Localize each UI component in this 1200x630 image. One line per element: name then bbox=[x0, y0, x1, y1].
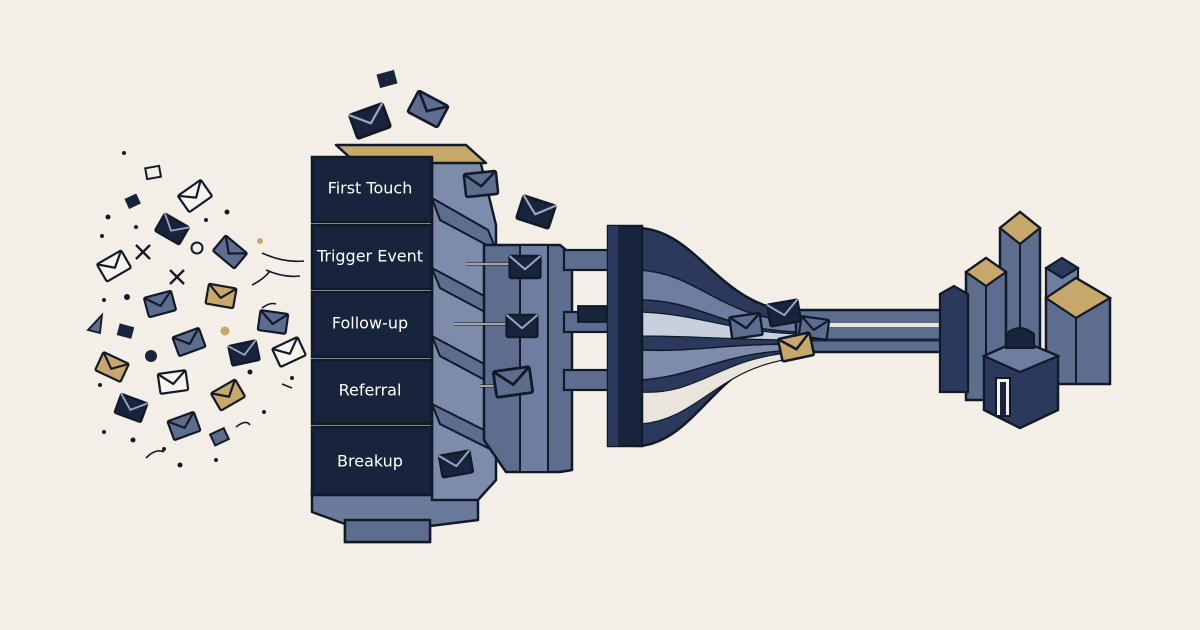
envelope-icon bbox=[211, 234, 249, 270]
building-icon bbox=[938, 210, 1113, 430]
stage-label: First Touch bbox=[328, 179, 413, 198]
envelope-icon bbox=[142, 289, 178, 319]
sequence-stack: First Touch Trigger Event Follow-up Refe… bbox=[310, 143, 558, 544]
envelope-icon bbox=[171, 326, 207, 358]
envelope-icon bbox=[209, 378, 247, 412]
envelope-icon bbox=[776, 331, 816, 363]
pipeline bbox=[728, 298, 947, 363]
envelope-icon bbox=[406, 89, 450, 129]
envelope-icon bbox=[765, 298, 803, 328]
stage-block bbox=[310, 290, 434, 359]
stage-label: Referral bbox=[339, 381, 402, 400]
envelope-icon bbox=[270, 335, 308, 369]
envelope-icon bbox=[462, 169, 500, 199]
envelope-icon bbox=[204, 282, 238, 310]
stage-label: Follow-up bbox=[332, 314, 408, 333]
stage-block bbox=[310, 223, 434, 291]
envelope-icon bbox=[153, 212, 191, 246]
stage-block bbox=[310, 155, 434, 224]
envelope-icon bbox=[156, 369, 190, 395]
sorter bbox=[454, 243, 614, 474]
stage-block bbox=[310, 358, 434, 426]
incoming-emails bbox=[347, 69, 450, 141]
envelope-icon bbox=[256, 309, 290, 335]
envelope-icon bbox=[93, 350, 131, 384]
stage-label: Trigger Event bbox=[316, 247, 423, 266]
envelope-icon bbox=[508, 254, 542, 280]
envelope-icon bbox=[728, 311, 764, 341]
funnel bbox=[606, 224, 802, 448]
envelope-icon bbox=[227, 339, 261, 367]
envelope-icon bbox=[437, 449, 475, 479]
stage-block bbox=[310, 425, 434, 497]
envelope-icon bbox=[514, 194, 558, 230]
scattered-emails bbox=[86, 151, 308, 468]
envelope-icon bbox=[347, 101, 393, 141]
envelope-icon bbox=[505, 313, 539, 339]
envelope-icon bbox=[113, 392, 149, 424]
envelope-icon bbox=[176, 178, 214, 214]
envelope-icon bbox=[491, 365, 535, 399]
stage-label: Breakup bbox=[337, 452, 403, 471]
envelope-icon bbox=[166, 410, 202, 442]
envelope-icon bbox=[95, 249, 133, 283]
